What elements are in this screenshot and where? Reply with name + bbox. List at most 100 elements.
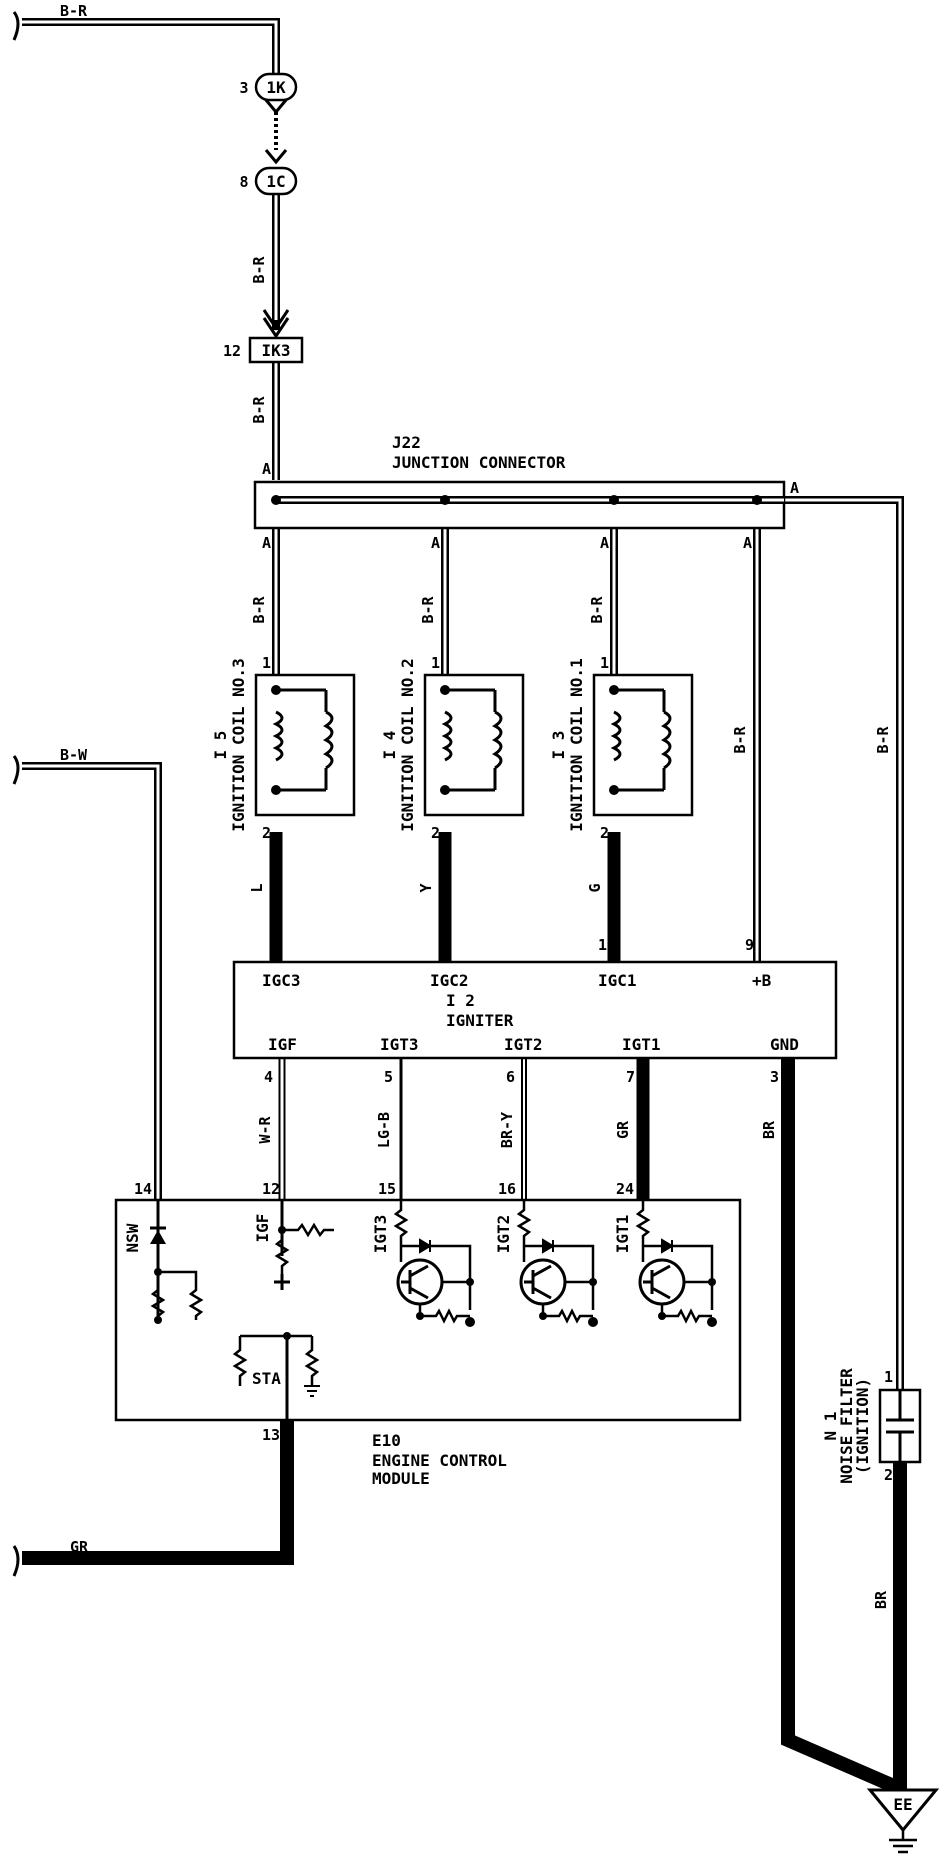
wire-gr-left bbox=[12, 1420, 294, 1577]
igniter-i2: 2 1 10 9 IGC3 IGC2 IGC1 +B I 2 IGNITER I… bbox=[232, 936, 838, 1086]
ground-label: EE bbox=[893, 1795, 912, 1814]
connector-ik3: IK3 12 bbox=[223, 336, 304, 364]
coil2-name: IGNITION COIL NO.2 bbox=[398, 658, 417, 831]
igniter-pin-igc2: 1 bbox=[439, 936, 448, 954]
j22-pin-right: A bbox=[790, 479, 799, 497]
wire-label-coil1-in: B-R bbox=[588, 595, 606, 623]
wire-label-plusb: B-R bbox=[731, 725, 749, 753]
connector-ik3-label: IK3 bbox=[262, 341, 291, 360]
coil3-name: IGNITION COIL NO.3 bbox=[229, 658, 248, 831]
igniter-name: IGNITER bbox=[446, 1011, 514, 1030]
igniter-pin-igc3: 2 bbox=[270, 936, 279, 954]
ecm-pin-14: 14 bbox=[134, 1180, 152, 1198]
ecm-code: E10 bbox=[372, 1431, 401, 1450]
wire-label-coil1-out: G bbox=[586, 883, 604, 892]
wire-1c-ik3 bbox=[262, 195, 290, 339]
wire-j22-noise-filter bbox=[784, 496, 904, 1390]
j22-pin-coil2: A bbox=[431, 534, 440, 552]
connector-1c: 1C 8 bbox=[239, 166, 298, 196]
igniter-term-igc1: IGC1 bbox=[598, 971, 637, 990]
connector-1k: 1K 3 bbox=[239, 72, 298, 102]
ecm-term-sta: STA bbox=[252, 1369, 281, 1388]
igniter-pin-igc1: 10 bbox=[598, 936, 616, 954]
wire-label-gr-left: GR bbox=[70, 1538, 89, 1556]
igniter-term-igc2: IGC2 bbox=[430, 971, 469, 990]
igniter-pin-igf: 4 bbox=[264, 1068, 273, 1086]
ecm-name-line1: ENGINE CONTROL bbox=[372, 1451, 507, 1470]
ecm-igf-circuit: IGF bbox=[253, 1200, 334, 1290]
igniter-term-igt3: IGT3 bbox=[380, 1035, 419, 1054]
noise-filter-pin-in: 1 bbox=[884, 1368, 893, 1386]
ecm-term-igf: IGF bbox=[253, 1214, 272, 1243]
coil1-name: IGNITION COIL NO.1 bbox=[567, 658, 586, 831]
igniter-term-igf: IGF bbox=[268, 1035, 297, 1054]
coil2-pin-out: 2 bbox=[431, 824, 440, 842]
connector-1k-pin: 3 bbox=[239, 79, 248, 97]
ignition-coil-3: 1 2 I 5 IGNITION COIL NO.3 bbox=[211, 654, 356, 842]
ecm-pin-24: 24 bbox=[616, 1180, 634, 1198]
igniter-pin-igt2: 6 bbox=[506, 1068, 515, 1086]
j22-name: JUNCTION CONNECTOR bbox=[392, 453, 566, 472]
ground-ee: EE bbox=[866, 1788, 940, 1854]
wire-label-igt2: BR-Y bbox=[498, 1112, 516, 1148]
coil1-code: I 3 bbox=[549, 731, 568, 760]
wire-gnd bbox=[781, 1058, 906, 1797]
igniter-term-plusb: +B bbox=[752, 971, 772, 990]
igniter-pin-igt1: 7 bbox=[626, 1068, 635, 1086]
ecm-pin-16: 16 bbox=[498, 1180, 516, 1198]
j22-pin-coil3: A bbox=[262, 534, 271, 552]
coil3-pin-in: 1 bbox=[262, 654, 271, 672]
wire-label-coil2-out: Y bbox=[417, 883, 435, 892]
coil3-pin-out: 2 bbox=[262, 824, 271, 842]
wire-1k-1c-link bbox=[264, 99, 288, 165]
wire-label-coil2-in: B-R bbox=[419, 595, 437, 623]
igniter-term-igc3: IGC3 bbox=[262, 971, 301, 990]
connector-1c-label: 1C bbox=[266, 172, 285, 191]
connector-1k-label: 1K bbox=[266, 78, 286, 97]
ecm-pin-12: 12 bbox=[262, 1180, 280, 1198]
noise-filter-name-line1: NOISE FILTER bbox=[837, 1368, 856, 1484]
j22-pin-coil1: A bbox=[600, 534, 609, 552]
igniter-pin-plusb: 9 bbox=[745, 936, 754, 954]
j22-code: J22 bbox=[392, 433, 421, 452]
j22-pin-plusb: A bbox=[743, 534, 752, 552]
ecm-igt1-circuit: IGT1 bbox=[613, 1200, 717, 1327]
wire-label-br-ik3-j22: B-R bbox=[250, 395, 268, 423]
noise-filter-n1: 1 2 N 1 NOISE FILTER (IGNITION) bbox=[821, 1368, 922, 1484]
ecm-term-igt1: IGT1 bbox=[613, 1215, 632, 1254]
igniter-term-gnd: GND bbox=[770, 1035, 799, 1054]
ecm-name-line2: MODULE bbox=[372, 1469, 430, 1488]
ecm-sta-circuit: STA bbox=[232, 1332, 320, 1420]
ecm-igt3-circuit: IGT3 bbox=[371, 1200, 475, 1327]
wire-label-igt3: LG-B bbox=[375, 1112, 393, 1148]
coil1-pin-in: 1 bbox=[600, 654, 609, 672]
igniter-term-igt1: IGT1 bbox=[622, 1035, 661, 1054]
wire-label-coil3-in: B-R bbox=[250, 595, 268, 623]
ecm-nsw-circuit: NSW bbox=[123, 1200, 204, 1324]
ecm-term-igt3: IGT3 bbox=[371, 1215, 390, 1254]
wire-b-w bbox=[12, 755, 162, 1200]
igniter-pin-gnd: 3 bbox=[770, 1068, 779, 1086]
igniter-code: I 2 bbox=[446, 991, 475, 1010]
ecm-igt2-circuit: IGT2 bbox=[494, 1200, 598, 1327]
noise-filter-code: N 1 bbox=[821, 1412, 840, 1441]
wire-label-igf: W-R bbox=[256, 1115, 274, 1143]
wire-label-right-br: B-R bbox=[874, 725, 892, 753]
coil3-code: I 5 bbox=[211, 731, 230, 760]
j22-pin-in: A bbox=[262, 460, 271, 478]
ignition-coil-1: 1 2 I 3 IGNITION COIL NO.1 bbox=[549, 654, 694, 842]
wire-label-gnd: BR bbox=[760, 1120, 778, 1139]
wire-label-b-w: B-W bbox=[60, 746, 88, 764]
noise-filter-pin-out: 2 bbox=[884, 1466, 893, 1484]
connector-ik3-pin: 12 bbox=[223, 342, 241, 360]
junction-connector-j22: J22 JUNCTION CONNECTOR A A A A A A bbox=[253, 433, 799, 552]
ecm-term-nsw: NSW bbox=[123, 1223, 142, 1252]
coil2-pin-in: 1 bbox=[431, 654, 440, 672]
wire-label-nf-out: BR bbox=[872, 1590, 890, 1609]
wire-label-coil3-out: L bbox=[248, 883, 266, 892]
wire-label-top-feed: B-R bbox=[60, 2, 88, 20]
igniter-pin-igt3: 5 bbox=[384, 1068, 393, 1086]
igniter-term-igt2: IGT2 bbox=[504, 1035, 543, 1054]
ecm-term-igt2: IGT2 bbox=[494, 1215, 513, 1254]
